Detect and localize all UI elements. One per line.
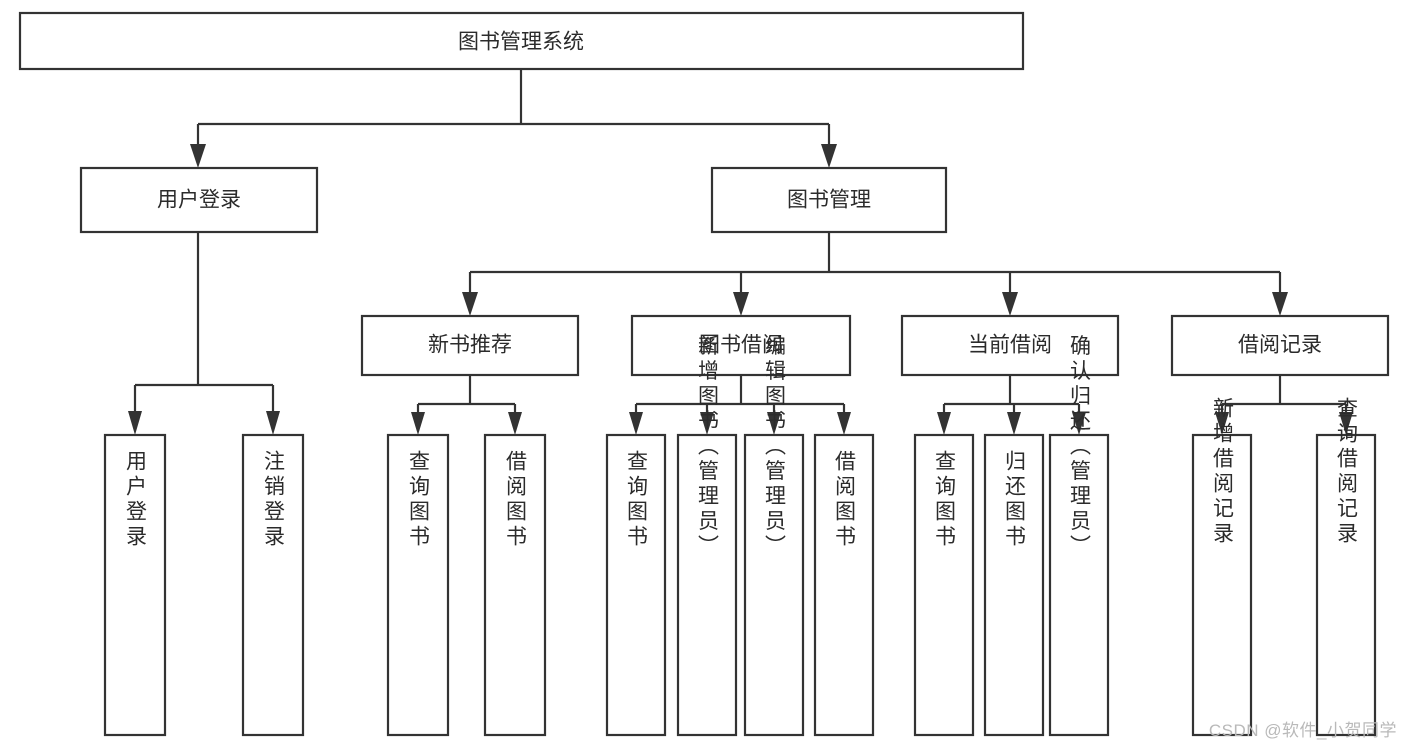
node-book-borrow[interactable]: 图书借阅 — [630, 314, 852, 377]
arrow-head-leaf-user-login — [128, 411, 142, 435]
arrow-head-record — [1272, 292, 1288, 316]
node-root-box[interactable] — [18, 11, 1025, 71]
arrow-head-borrow-leaf-1 — [629, 412, 643, 435]
leaf-query-borrow-record[interactable]: 查询借阅记录 — [1315, 397, 1377, 737]
leaf-return-book-label: 归还图书 — [1003, 450, 1027, 550]
arrow-head-borrow — [733, 292, 749, 316]
leaf-edit-book-admin[interactable]: 编辑图书（管理员） — [743, 335, 805, 737]
arrow-head-borrow-leaf-3 — [767, 412, 781, 435]
arrow-head-leaf-logout — [266, 411, 280, 435]
leaf-query-book-current-label: 查询图书 — [933, 450, 957, 550]
leaf-add-book-admin-label: 新增图书（管理员） — [696, 335, 720, 560]
leaf-query-book-current[interactable]: 查询图书 — [913, 433, 975, 737]
node-book-management-box[interactable] — [710, 166, 948, 234]
leaf-query-borrow-record-box[interactable] — [1315, 433, 1377, 737]
node-borrow-record[interactable]: 借阅记录 — [1170, 314, 1390, 377]
leaf-edit-book-admin-label: 编辑图书（管理员） — [763, 335, 787, 560]
node-new-book-recommend-label: 新书推荐 — [428, 334, 512, 357]
node-book-borrow-label: 图书借阅 — [699, 334, 783, 357]
leaf-add-borrow-record[interactable]: 新增借阅记录 — [1191, 397, 1253, 737]
leaf-logout-label: 注销登录 — [262, 450, 286, 550]
arrow-head-current-leaf-1 — [937, 412, 951, 435]
node-root-label: 图书管理系统 — [458, 31, 584, 54]
leaf-add-borrow-record-label: 新增借阅记录 — [1211, 397, 1235, 547]
node-current-borrow-label: 当前借阅 — [968, 334, 1052, 357]
leaf-query-book-borrow[interactable]: 查询图书 — [605, 433, 667, 737]
leaf-borrow-book-newbook[interactable]: 借阅图书 — [483, 433, 547, 737]
node-current-borrow-box[interactable] — [900, 314, 1120, 377]
arrow-head-book-mgmt — [821, 144, 837, 168]
leaf-return-book-box[interactable] — [983, 433, 1045, 737]
node-borrow-record-box[interactable] — [1170, 314, 1390, 377]
arrow-head-borrow-leaf-2 — [700, 412, 714, 435]
leaf-query-borrow-record-label: 查询借阅记录 — [1335, 397, 1359, 547]
leaf-user-login[interactable]: 用户登录 — [103, 433, 167, 737]
leaf-add-book-admin-box[interactable] — [676, 433, 738, 737]
leaf-query-book-borrow-box[interactable] — [605, 433, 667, 737]
node-current-borrow[interactable]: 当前借阅 — [900, 314, 1120, 377]
arrow-head-user-login — [190, 144, 206, 168]
leaf-query-book-newbook[interactable]: 查询图书 — [386, 433, 450, 737]
arrow-head-record-leaf-1 — [1215, 412, 1229, 435]
leaf-logout[interactable]: 注销登录 — [241, 433, 305, 737]
leaf-edit-book-admin-box[interactable] — [743, 433, 805, 737]
node-book-management[interactable]: 图书管理 — [710, 166, 948, 234]
node-book-management-label: 图书管理 — [787, 189, 871, 212]
leaf-query-book-borrow-label: 查询图书 — [625, 450, 649, 550]
leaf-query-book-current-box[interactable] — [913, 433, 975, 737]
leaf-confirm-return-admin-label: 确认归还（管理员） — [1068, 335, 1092, 560]
leaf-query-book-newbook-box[interactable] — [386, 433, 450, 737]
leaf-borrow-book-borrow-label: 借阅图书 — [833, 450, 857, 550]
leaf-add-borrow-record-box[interactable] — [1191, 433, 1253, 737]
leaf-confirm-return-admin-box[interactable] — [1048, 433, 1110, 737]
arrow-head-record-leaf-2 — [1339, 412, 1353, 435]
arrow-head-current-leaf-2 — [1007, 412, 1021, 435]
node-new-book-recommend[interactable]: 新书推荐 — [360, 314, 580, 377]
node-user-login-label: 用户登录 — [157, 189, 241, 212]
watermark-text: CSDN @软件_小贺同学 — [1208, 721, 1397, 740]
leaf-user-login-label: 用户登录 — [124, 450, 148, 550]
leaf-borrow-book-borrow-box[interactable] — [813, 433, 875, 737]
arrow-head-newbook — [462, 292, 478, 316]
leaf-user-login-box[interactable] — [103, 433, 167, 737]
leaf-borrow-book-newbook-label: 借阅图书 — [504, 450, 528, 550]
leaf-logout-box[interactable] — [241, 433, 305, 737]
node-user-login[interactable]: 用户登录 — [79, 166, 319, 234]
arrow-head-current — [1002, 292, 1018, 316]
leaf-confirm-return-admin[interactable]: 确认归还（管理员） — [1048, 335, 1110, 737]
leaf-query-book-newbook-label: 查询图书 — [407, 450, 431, 550]
node-borrow-record-label: 借阅记录 — [1238, 334, 1322, 357]
node-new-book-recommend-box[interactable] — [360, 314, 580, 377]
leaf-borrow-book-newbook-box[interactable] — [483, 433, 547, 737]
leaf-add-book-admin[interactable]: 新增图书（管理员） — [676, 335, 738, 737]
node-user-login-box[interactable] — [79, 166, 319, 234]
arrow-head-current-leaf-3 — [1072, 412, 1086, 435]
node-root[interactable]: 图书管理系统 — [18, 11, 1025, 71]
leaf-return-book[interactable]: 归还图书 — [983, 433, 1045, 737]
arrow-head-borrow-leaf-4 — [837, 412, 851, 435]
node-book-borrow-box[interactable] — [630, 314, 852, 377]
leaf-borrow-book-borrow[interactable]: 借阅图书 — [813, 433, 875, 737]
connector-layer — [128, 69, 1353, 435]
arrow-head-newbook-leaf-2 — [508, 412, 522, 435]
arrow-head-newbook-leaf-1 — [411, 412, 425, 435]
